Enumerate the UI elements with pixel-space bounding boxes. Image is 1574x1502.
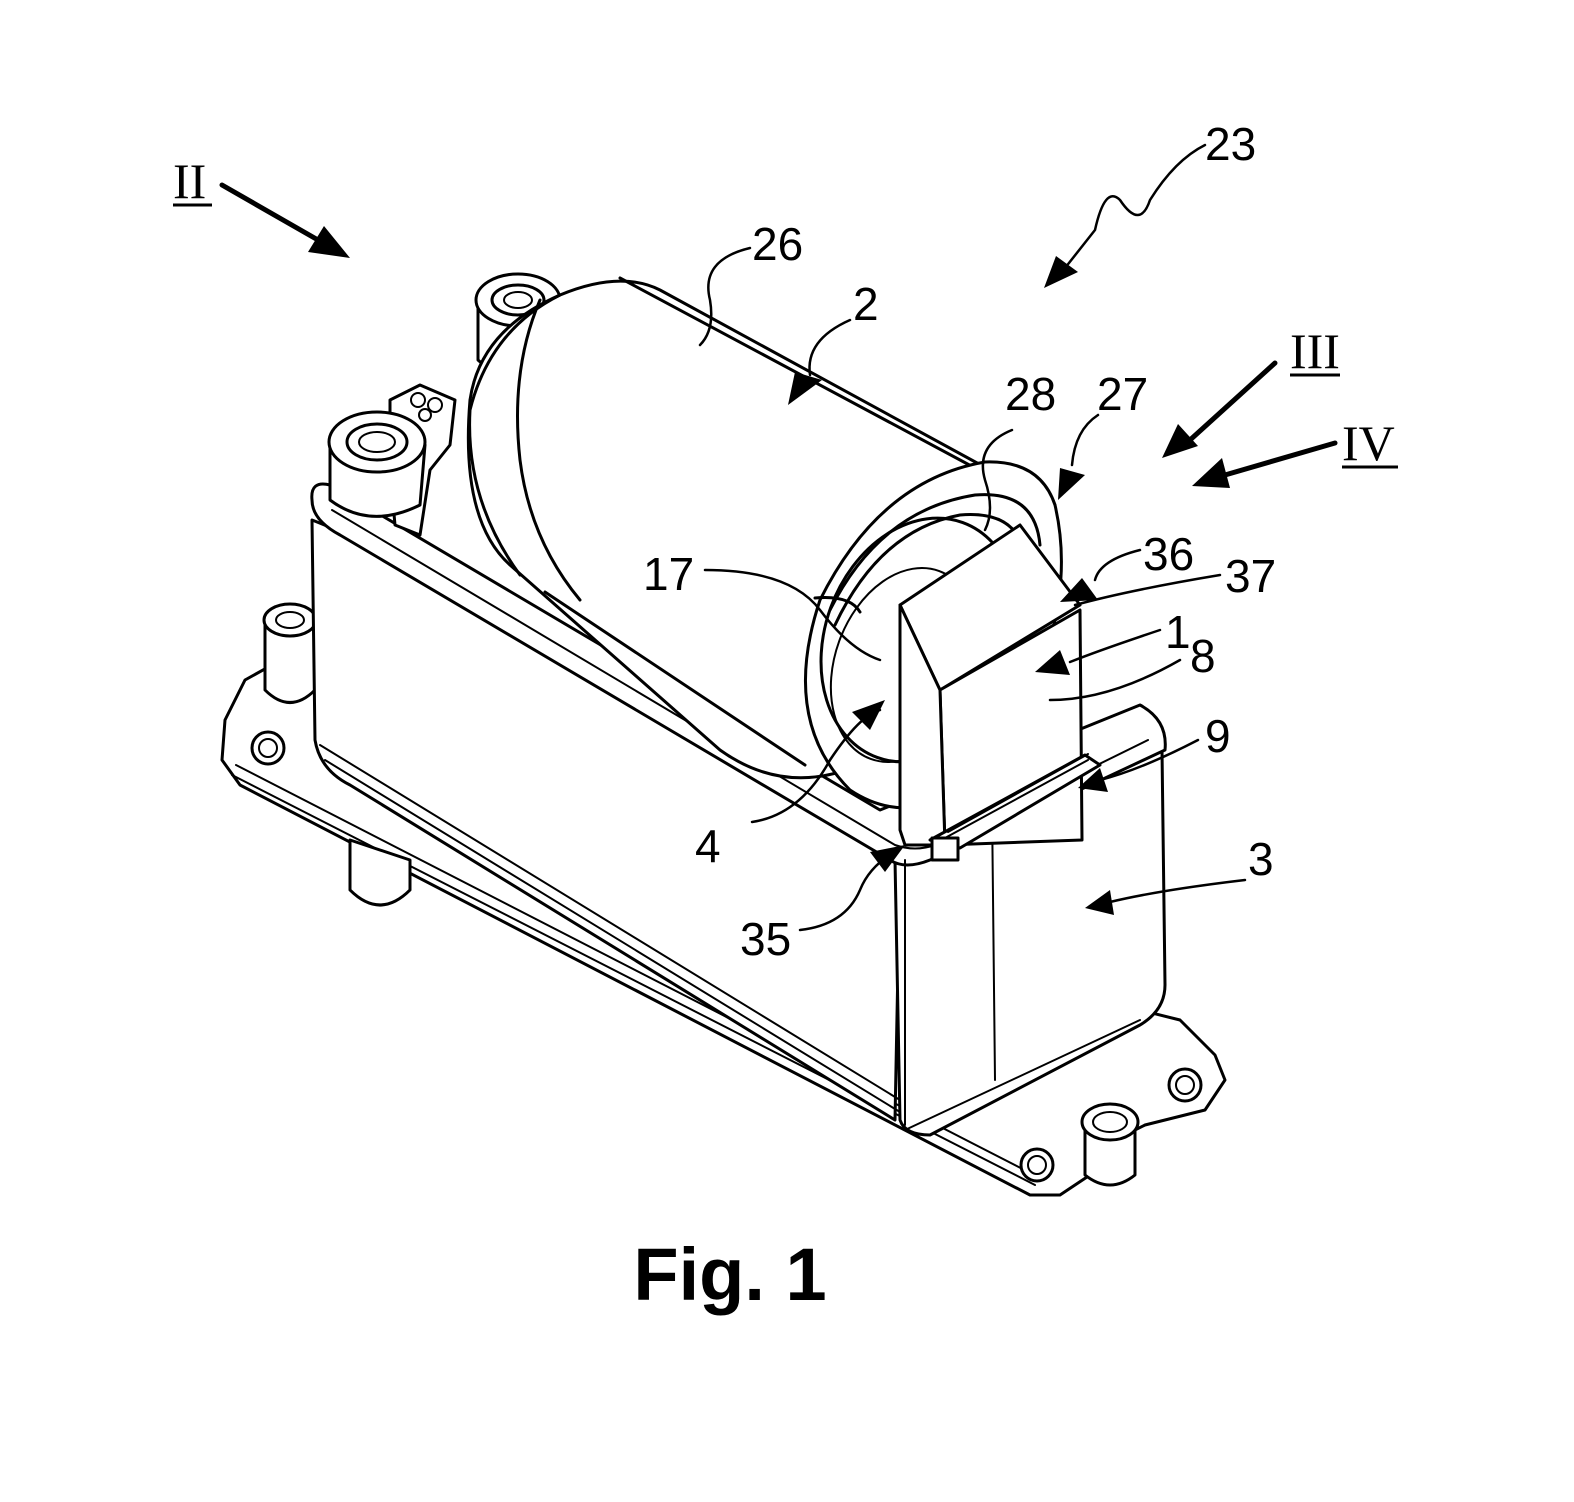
ref-3-leader (1108, 878, 1247, 904)
drain-spigot (1080, 1102, 1140, 1187)
housing-box (310, 482, 1167, 1137)
view-iv-arrow-head (1192, 458, 1230, 488)
ref-36-leader (1093, 548, 1142, 582)
ref-23-arrow-head (1044, 256, 1078, 288)
view-label-ii: II (173, 153, 206, 209)
ref-27-leader (1070, 413, 1100, 467)
ref-37: 37 (1225, 550, 1276, 602)
view-ii-arrow-head (308, 226, 350, 258)
ref-8-leader (1048, 658, 1182, 702)
figure-caption: Fig. 1 (633, 1233, 826, 1316)
rear-left-post (262, 602, 318, 704)
ref-23-leader (1063, 143, 1207, 270)
view-arrows (219, 143, 1338, 488)
ref-35: 35 (740, 913, 791, 965)
ref-17-leader (703, 568, 882, 662)
labels: II III IV 23 26 2 28 27 17 36 37 1 8 9 4… (173, 118, 1398, 1316)
view-ii-arrow-line (219, 182, 321, 243)
ref-2-leader (808, 318, 852, 377)
ref-26-leader (698, 246, 752, 347)
view-iii-arrow-line (1187, 360, 1278, 443)
ref-26: 26 (752, 218, 803, 270)
ref-8: 8 (1190, 630, 1216, 682)
ref-2: 2 (853, 278, 879, 330)
ref-27: 27 (1097, 368, 1148, 420)
ref-1-leader (1068, 628, 1162, 664)
ref-9-leader (1098, 738, 1200, 782)
ref-3: 3 (1248, 833, 1274, 885)
ref-28-leader (981, 428, 1014, 532)
view-iii-arrow-head (1162, 424, 1198, 458)
ref-23: 23 (1205, 118, 1256, 170)
ref-37-leader (1073, 573, 1222, 607)
ref-4: 4 (695, 820, 721, 872)
bottom-stub (348, 838, 412, 907)
ref-1: 1 (1165, 606, 1191, 658)
view-iv-arrow-line (1222, 440, 1338, 478)
view-label-iv: IV (1342, 415, 1395, 471)
ref-28: 28 (1005, 368, 1056, 420)
leader-lines (698, 246, 1247, 932)
ref-9: 9 (1205, 710, 1231, 762)
ref-17: 17 (643, 548, 694, 600)
view-label-iii: III (1290, 323, 1340, 379)
ref-36: 36 (1143, 528, 1194, 580)
